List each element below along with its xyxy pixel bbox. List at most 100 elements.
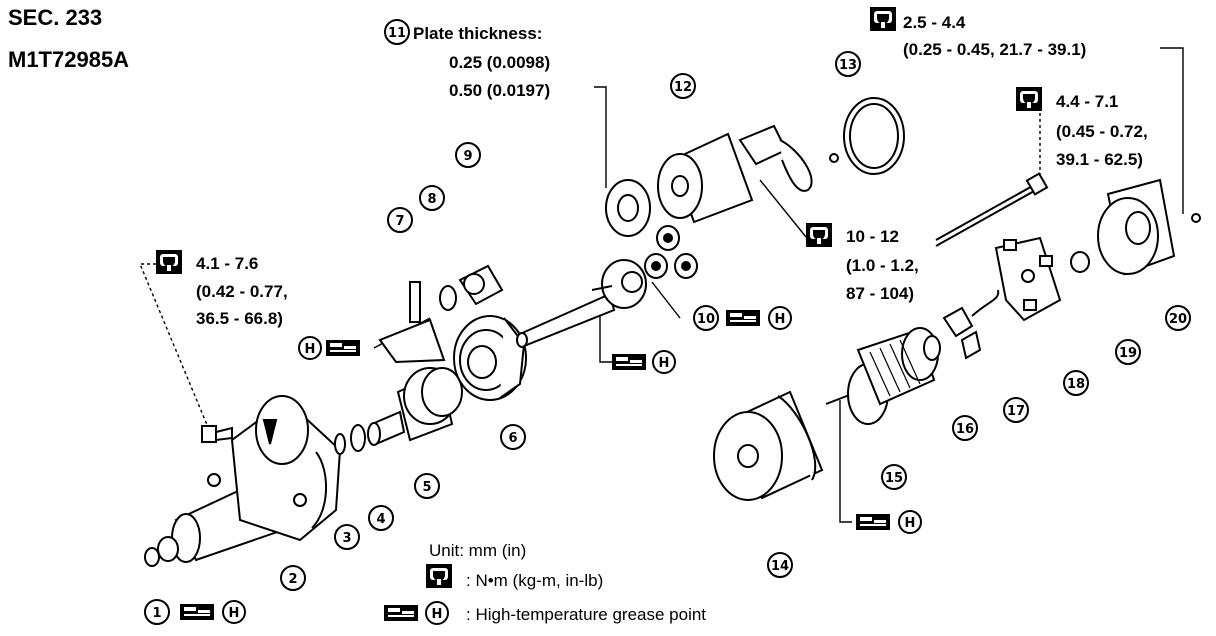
armature-shaft <box>516 259 647 348</box>
callout-19: 19 <box>1115 339 1141 365</box>
svg-text:H: H <box>659 356 670 371</box>
svg-text:18: 18 <box>1067 377 1085 392</box>
snap-rings <box>334 424 366 455</box>
callout-15: 15 <box>881 464 907 490</box>
torque-terminal-nut-line1: 10 - 12 <box>846 227 899 246</box>
adjusting-plate <box>605 179 651 237</box>
brush <box>942 289 1000 360</box>
grease-gun-icon <box>726 310 760 326</box>
torque-through-bolt-line3: 39.1 - 62.5) <box>1056 150 1143 169</box>
svg-text:5: 5 <box>422 480 431 495</box>
callout-7: 7 <box>387 207 413 233</box>
torque-terminal-nut-line2: (1.0 - 1.2, <box>846 256 919 275</box>
svg-text:2: 2 <box>288 572 297 587</box>
svg-text:3: 3 <box>342 531 351 546</box>
grease-point-1: H <box>180 600 246 624</box>
pinion-gear <box>367 367 463 446</box>
torque-through-bolt-line2: (0.45 - 0.72, <box>1056 122 1148 141</box>
torque-through-bolt-line1: 4.4 - 7.1 <box>1056 92 1119 111</box>
grease-legend: H <box>384 601 449 625</box>
legend-torque-text: : N•m (kg-m, in-lb) <box>466 571 604 590</box>
torque-wrench-icon <box>870 7 896 31</box>
grease-gun-icon <box>384 605 418 621</box>
svg-text:H: H <box>305 342 316 357</box>
torque-mount-bolt-line2: (0.42 - 0.77, <box>196 282 288 301</box>
torque-wrench-icon <box>426 564 452 588</box>
svg-text:H: H <box>229 606 240 621</box>
callout-4: 4 <box>368 505 394 531</box>
callout-9: 9 <box>455 142 481 168</box>
torque-top-right-line1: 2.5 - 4.4 <box>903 13 966 32</box>
torque-top-right-line2: (0.25 - 0.45, 21.7 - 39.1) <box>903 40 1087 59</box>
grease-point-15: H <box>856 510 922 534</box>
callout-6: 6 <box>500 424 526 450</box>
grease-gun-icon <box>180 604 214 620</box>
bushing <box>144 536 179 567</box>
grease-point-shaft: H <box>612 350 676 374</box>
svg-text:12: 12 <box>674 80 692 95</box>
legend-grease-text: : High-temperature grease point <box>466 605 707 624</box>
planetary-gears <box>644 225 698 279</box>
torque-wrench-icon <box>156 250 182 274</box>
grease-gun-icon <box>612 354 646 370</box>
svg-text:H: H <box>775 312 786 327</box>
mount-bolt <box>201 425 233 443</box>
svg-text:10: 10 <box>697 312 715 327</box>
grease-point-7: H <box>298 336 360 360</box>
callout-1: 1 <box>144 599 170 625</box>
torque-wrench-icon <box>1016 87 1042 111</box>
rear-bearing <box>1070 251 1090 273</box>
front-housing <box>171 395 342 563</box>
callout-8: 8 <box>419 185 445 211</box>
torque-wrench-icon <box>806 223 832 247</box>
callout-17: 17 <box>1003 397 1029 423</box>
svg-text:7: 7 <box>395 214 404 229</box>
svg-text:H: H <box>905 516 916 531</box>
brush-retainer <box>843 97 905 175</box>
svg-text:15: 15 <box>885 471 903 486</box>
callout-5: 5 <box>414 473 440 499</box>
svg-text:16: 16 <box>956 422 974 437</box>
svg-text:1: 1 <box>152 606 161 621</box>
callout-14: 14 <box>767 552 793 578</box>
through-bolt <box>935 172 1049 247</box>
torque-mount-bolt-line1: 4.1 - 7.6 <box>196 254 259 273</box>
plate-thickness-value-2: 0.50 (0.0197) <box>449 81 551 100</box>
svg-text:H: H <box>432 607 443 622</box>
callout-18: 18 <box>1063 370 1089 396</box>
plate-thickness-value-1: 0.25 (0.0098) <box>449 53 551 72</box>
callout-2: 2 <box>280 565 306 591</box>
grease-gun-icon <box>856 514 890 530</box>
brush-holder <box>994 236 1062 322</box>
svg-text:8: 8 <box>427 192 436 207</box>
svg-text:20: 20 <box>1169 312 1187 327</box>
svg-text:6: 6 <box>508 431 517 446</box>
svg-text:11: 11 <box>388 26 406 41</box>
shift-lever <box>378 264 504 364</box>
armature <box>825 327 941 425</box>
svg-text:19: 19 <box>1119 346 1137 361</box>
svg-text:9: 9 <box>463 149 472 164</box>
svg-text:14: 14 <box>771 559 789 574</box>
plate-thickness-title: Plate thickness: <box>413 24 543 43</box>
callout-3: 3 <box>334 524 360 550</box>
callout-12: 12 <box>670 73 696 99</box>
legend-unit: Unit: mm (in) <box>429 541 527 560</box>
internal-gear-housing <box>453 315 527 401</box>
grease-point-10: H <box>726 306 792 330</box>
torque-mount-bolt-line3: 36.5 - 66.8) <box>196 309 283 328</box>
rear-cover <box>1097 178 1201 276</box>
yoke <box>713 390 824 501</box>
torque-terminal-nut-line3: 87 - 104) <box>846 284 915 303</box>
svg-text:13: 13 <box>839 58 857 73</box>
callout-16: 16 <box>952 415 978 441</box>
magnetic-switch <box>657 124 839 224</box>
section-number: SEC. 233 <box>8 5 103 30</box>
callout-20: 20 <box>1165 305 1191 331</box>
callout-10: 10 <box>693 305 719 331</box>
svg-text:17: 17 <box>1007 404 1025 419</box>
svg-text:4: 4 <box>376 512 385 527</box>
grease-gun-icon <box>326 340 360 356</box>
callout-11: 11 <box>384 19 410 45</box>
